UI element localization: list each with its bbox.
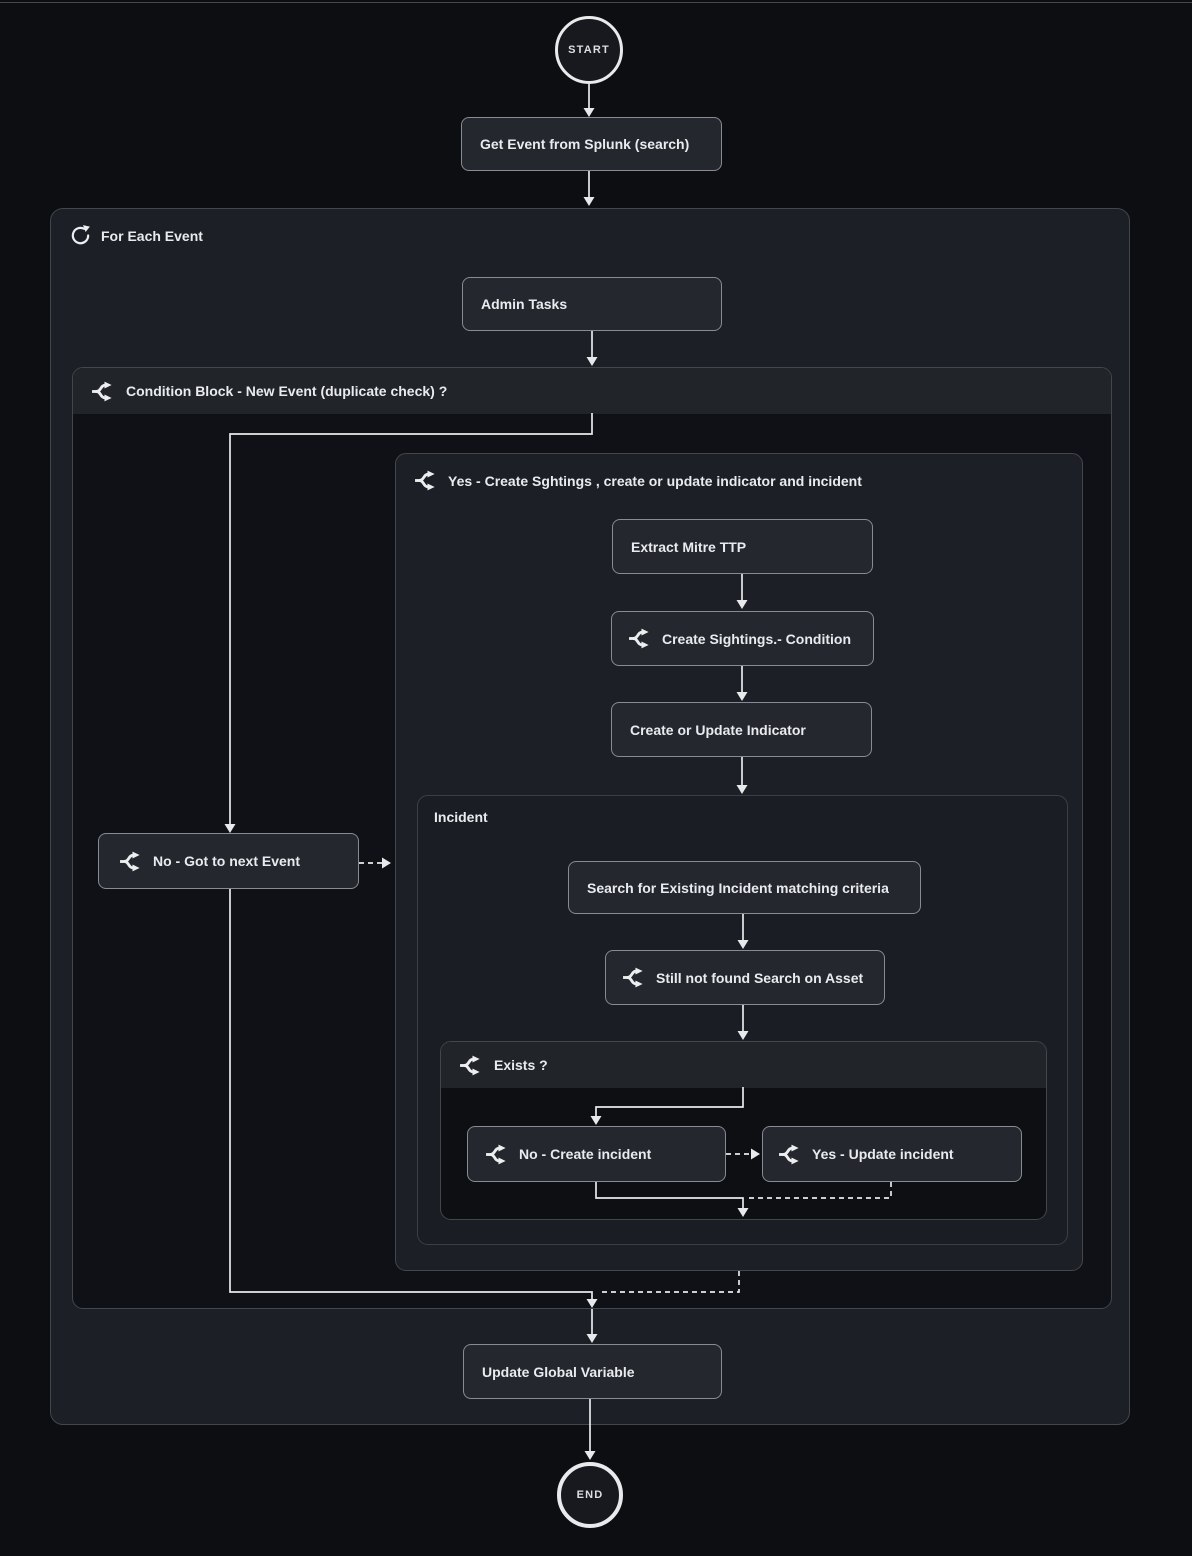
node-still-not-found-search-asset[interactable]: Still not found Search on Asset bbox=[605, 950, 885, 1005]
node-label: No - Create incident bbox=[519, 1146, 652, 1162]
yes-branch-label: Yes - Create Sghtings , create or update… bbox=[448, 472, 862, 489]
incident-header: Incident bbox=[434, 809, 488, 825]
node-create-sightings-condition[interactable]: Create Sightings.- Condition bbox=[611, 611, 874, 666]
branch-condition-icon bbox=[622, 967, 647, 988]
node-label: Search for Existing Incident matching cr… bbox=[587, 879, 889, 896]
node-admin-tasks[interactable]: Admin Tasks bbox=[462, 277, 722, 331]
node-label: Create Sightings.- Condition bbox=[662, 630, 851, 647]
for-each-event-label: For Each Event bbox=[101, 227, 203, 244]
exists-header: Exists ? bbox=[441, 1042, 1046, 1088]
node-label: No - Got to next Event bbox=[153, 853, 300, 869]
node-label: Extract Mitre TTP bbox=[631, 538, 747, 555]
node-no-go-to-next-event[interactable]: No - Got to next Event bbox=[98, 833, 359, 889]
branch-condition-icon bbox=[778, 1144, 803, 1165]
canvas-top-border bbox=[0, 2, 1192, 3]
node-yes-update-incident[interactable]: Yes - Update incident bbox=[762, 1126, 1022, 1182]
edge-start-to-get-event bbox=[583, 84, 595, 117]
branch-condition-icon bbox=[628, 628, 653, 649]
incident-label: Incident bbox=[434, 809, 488, 825]
node-label: Update Global Variable bbox=[482, 1363, 635, 1380]
for-each-event-header: For Each Event bbox=[69, 224, 203, 247]
node-extract-mitre-ttp[interactable]: Extract Mitre TTP bbox=[612, 519, 873, 574]
branch-condition-icon bbox=[459, 1055, 484, 1076]
node-no-create-incident[interactable]: No - Create incident bbox=[467, 1126, 726, 1182]
node-label: Admin Tasks bbox=[481, 296, 568, 312]
branch-condition-icon bbox=[485, 1144, 510, 1165]
end-node[interactable]: END bbox=[557, 1462, 623, 1528]
node-search-existing-incident[interactable]: Search for Existing Incident matching cr… bbox=[568, 861, 921, 914]
condition-block-header: Condition Block - New Event (duplicate c… bbox=[73, 368, 1111, 414]
end-label: END bbox=[576, 1489, 604, 1501]
node-create-or-update-indicator[interactable]: Create or Update Indicator bbox=[611, 702, 872, 757]
node-label: Still not found Search on Asset bbox=[656, 969, 864, 986]
start-label: START bbox=[568, 44, 610, 56]
node-get-event-from-splunk[interactable]: Get Event from Splunk (search) bbox=[461, 117, 722, 171]
node-label: Get Event from Splunk (search) bbox=[480, 136, 690, 152]
yes-branch-header: Yes - Create Sghtings , create or update… bbox=[414, 470, 862, 491]
exists-label: Exists ? bbox=[494, 1057, 548, 1073]
loop-icon bbox=[69, 224, 92, 247]
edge-get-event-to-for-each bbox=[583, 171, 595, 206]
branch-condition-icon bbox=[91, 381, 116, 402]
node-label: Yes - Update incident bbox=[812, 1146, 954, 1162]
branch-condition-icon bbox=[414, 470, 439, 491]
condition-block-label: Condition Block - New Event (duplicate c… bbox=[126, 383, 448, 399]
node-update-global-variable[interactable]: Update Global Variable bbox=[463, 1344, 722, 1399]
branch-condition-icon bbox=[119, 851, 144, 872]
node-label: Create or Update Indicator bbox=[630, 721, 806, 738]
start-node[interactable]: START bbox=[555, 16, 623, 84]
